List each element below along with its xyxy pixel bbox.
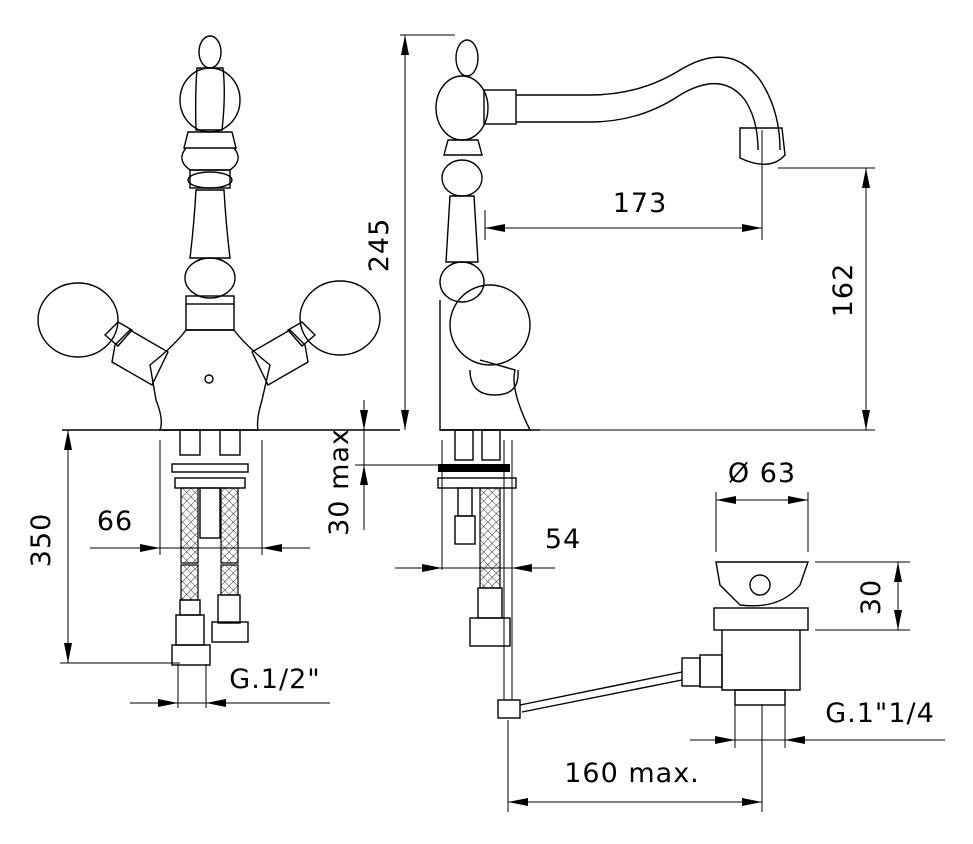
label-30: 30: [856, 579, 887, 615]
right-crystal-handle-icon: [251, 280, 381, 386]
label-30-max: 30 max: [324, 428, 355, 536]
drain-assembly: [497, 561, 809, 719]
label-173: 173: [613, 188, 668, 219]
left-crystal-handle-icon: [37, 282, 169, 386]
dimension-labels: 245 173 162 30 max 350 66 54 Ø 63 30 G.1…: [26, 188, 935, 789]
label-54: 54: [545, 524, 581, 555]
label-160-max: 160 max.: [564, 758, 700, 789]
label-diameter-63: Ø 63: [728, 458, 796, 489]
label-162: 162: [828, 263, 859, 318]
front-view: [37, 35, 400, 708]
label-350: 350: [26, 513, 57, 568]
dimension-lines: [60, 34, 945, 812]
label-g-1-2: G.1/2": [229, 664, 320, 695]
label-245: 245: [364, 218, 395, 273]
label-g-1-1-4: G.1"1/4: [825, 698, 935, 729]
side-crystal-handle-icon: [449, 284, 531, 396]
side-view: [435, 39, 786, 700]
label-66: 66: [97, 506, 133, 537]
